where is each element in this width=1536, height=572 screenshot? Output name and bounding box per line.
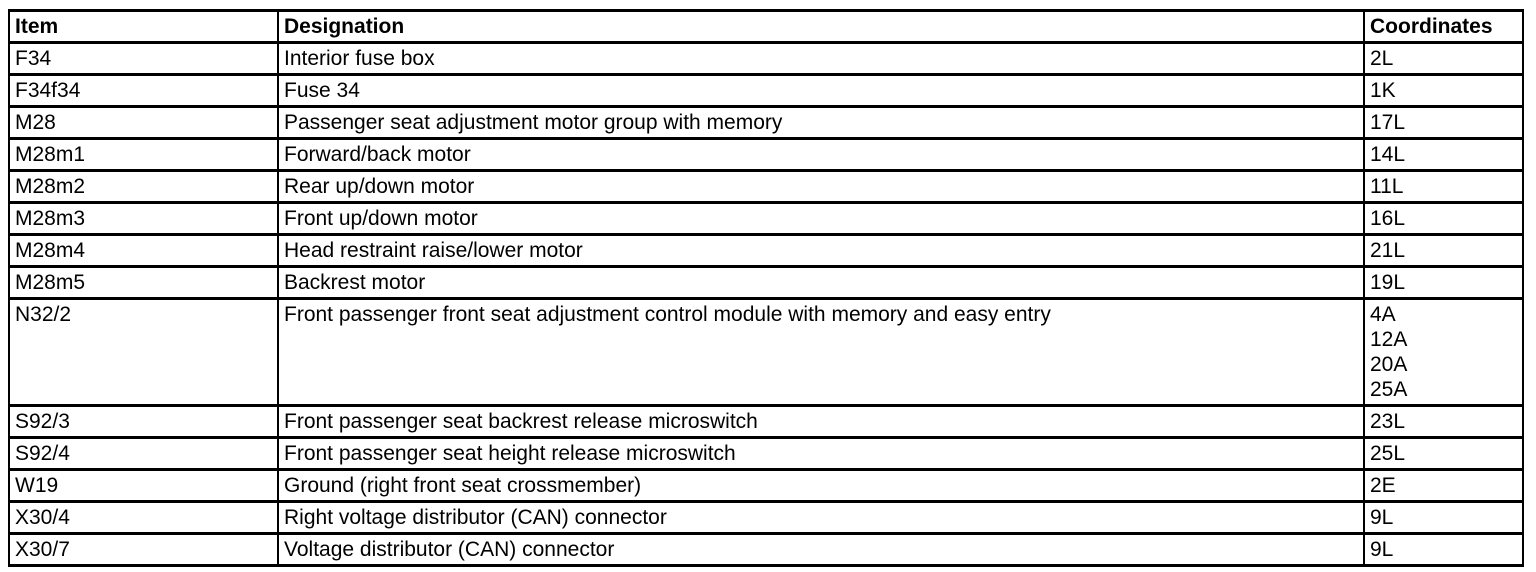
coordinate-line: 25L xyxy=(1370,442,1406,465)
coordinates-cell: 1K xyxy=(1363,73,1524,108)
item-cell: S92/4 xyxy=(8,436,279,471)
coordinate-line: 25A xyxy=(1370,378,1408,401)
item-cell: M28m4 xyxy=(8,233,279,268)
designation-cell: Front passenger front seat adjustment co… xyxy=(277,297,1365,407)
designation-cell: Fuse 34 xyxy=(277,73,1365,108)
coordinate-line: 20A xyxy=(1370,353,1408,376)
item-cell: S92/3 xyxy=(8,404,279,439)
item-cell: M28m1 xyxy=(8,137,279,172)
coordinates-cell: 2E xyxy=(1363,468,1524,503)
item-cell: X30/4 xyxy=(8,500,279,535)
coordinate-line: 14L xyxy=(1370,143,1406,166)
coordinate-line: 17L xyxy=(1370,111,1406,134)
header-row: Item Designation Coordinates xyxy=(8,9,1524,44)
column-header-designation: Designation xyxy=(277,9,1365,44)
designation-cell: Ground (right front seat crossmember) xyxy=(277,468,1365,503)
coordinate-line: 4A xyxy=(1370,303,1396,326)
designation-cell: Front passenger seat backrest release mi… xyxy=(277,404,1365,439)
item-cell: M28 xyxy=(8,105,279,140)
designation-cell: Right voltage distributor (CAN) connecto… xyxy=(277,500,1365,535)
designation-cell: Front passenger seat height release micr… xyxy=(277,436,1365,471)
coordinate-line: 9L xyxy=(1370,506,1394,529)
coordinates-cell: 25L xyxy=(1363,436,1524,471)
designation-cell: Head restraint raise/lower motor xyxy=(277,233,1365,268)
designation-cell: Forward/back motor xyxy=(277,137,1365,172)
designation-cell: Rear up/down motor xyxy=(277,169,1365,204)
column-header-coordinates: Coordinates xyxy=(1363,9,1524,44)
designation-cell: Voltage distributor (CAN) connector xyxy=(277,532,1365,567)
designation-cell: Interior fuse box xyxy=(277,41,1365,76)
coordinates-cell: 17L xyxy=(1363,105,1524,140)
coordinate-line: 21L xyxy=(1370,239,1406,262)
item-cell: F34 xyxy=(8,41,279,76)
column-header-item: Item xyxy=(8,9,279,44)
coordinates-cell: 2L xyxy=(1363,41,1524,76)
coordinates-cell: 23L xyxy=(1363,404,1524,439)
designation-cell: Backrest motor xyxy=(277,265,1365,300)
coordinates-cell: 19L xyxy=(1363,265,1524,300)
coordinates-cell: 14L xyxy=(1363,137,1524,172)
item-cell: W19 xyxy=(8,468,279,503)
coordinate-line: 12A xyxy=(1370,328,1408,351)
coordinates-cell: 16L xyxy=(1363,201,1524,236)
coordinate-line: 23L xyxy=(1370,410,1406,433)
item-cell: F34f34 xyxy=(8,73,279,108)
coordinate-line: 19L xyxy=(1370,271,1406,294)
coordinates-cell: 21L xyxy=(1363,233,1524,268)
coordinate-line: 9L xyxy=(1370,538,1394,561)
coordinates-cell: 9L xyxy=(1363,500,1524,535)
coordinate-line: 11L xyxy=(1370,175,1404,198)
item-cell: M28m3 xyxy=(8,201,279,236)
coordinate-line: 2L xyxy=(1370,47,1394,70)
coordinates-cell: 11L xyxy=(1363,169,1524,204)
coordinate-line: 1K xyxy=(1370,79,1396,102)
item-cell: M28m2 xyxy=(8,169,279,204)
designation-cell: Front up/down motor xyxy=(277,201,1365,236)
item-cell: N32/2 xyxy=(8,297,279,407)
coordinate-line: 16L xyxy=(1370,207,1406,230)
item-cell: M28m5 xyxy=(8,265,279,300)
designation-cell: Passenger seat adjustment motor group wi… xyxy=(277,105,1365,140)
coordinate-line: 2E xyxy=(1370,474,1396,497)
item-cell: X30/7 xyxy=(8,532,279,567)
coordinates-cell: 9L xyxy=(1363,532,1524,567)
